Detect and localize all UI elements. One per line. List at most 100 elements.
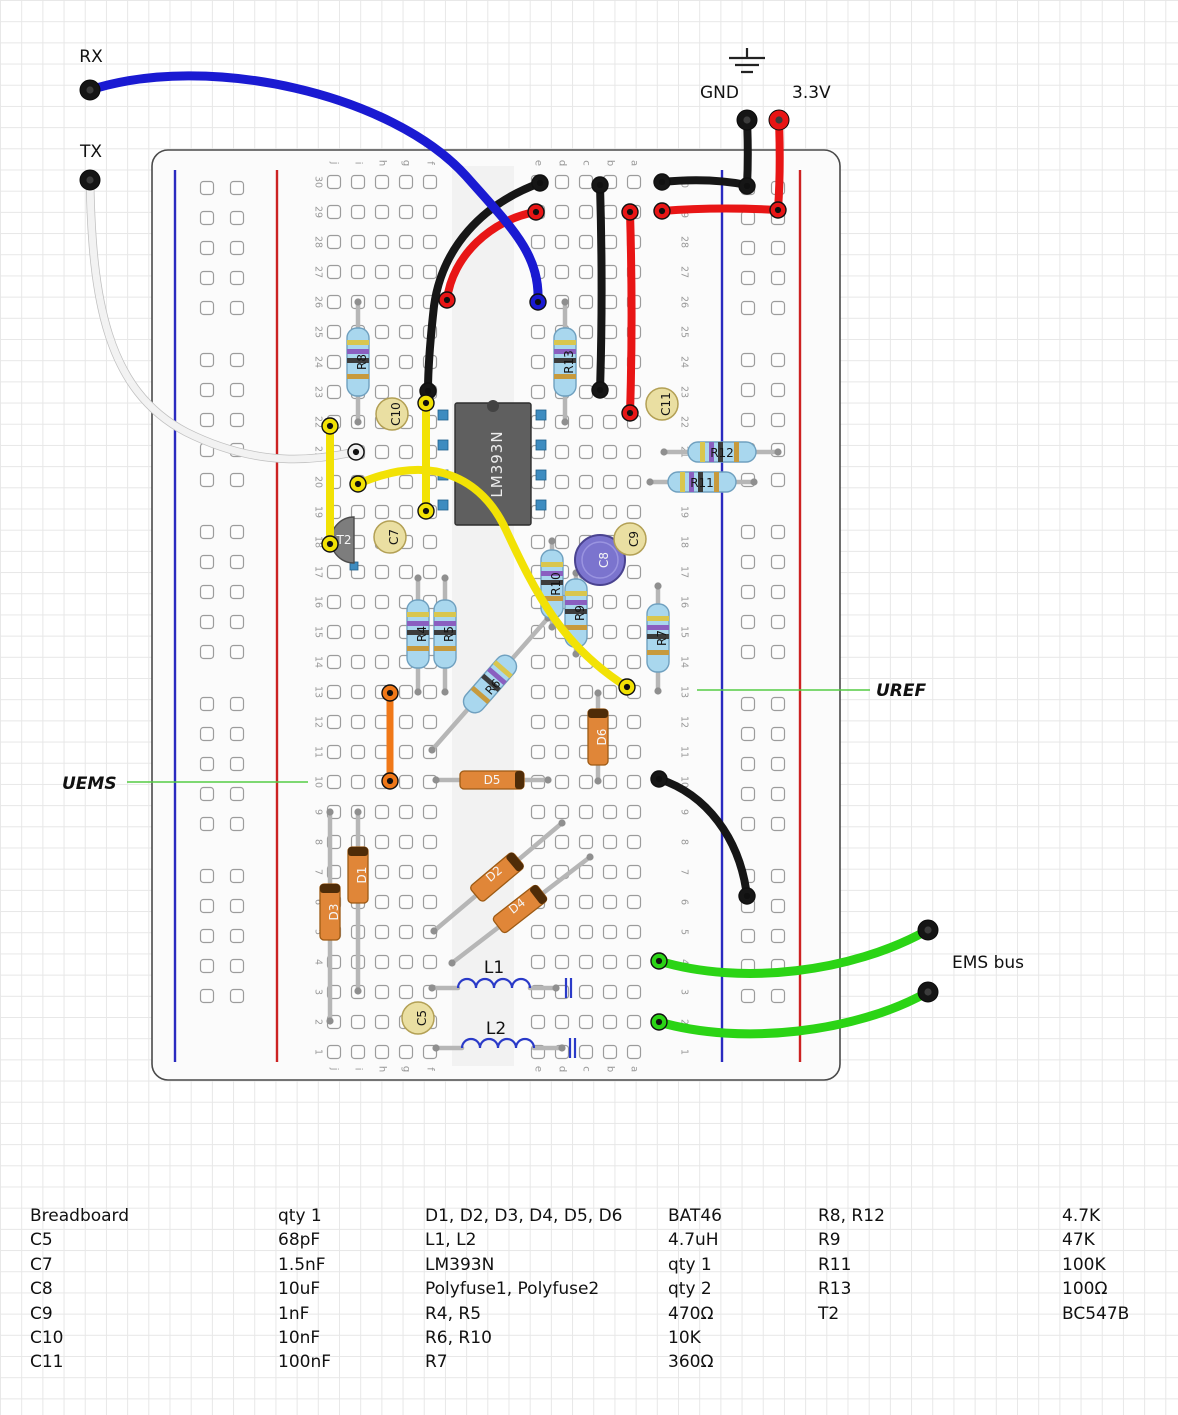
breadboard-hole (374, 174, 390, 190)
row-number: 30 (313, 176, 324, 188)
ems-bus-wire-1 (654, 926, 931, 978)
rail-hole (740, 928, 756, 944)
diode-d2: D2 (468, 850, 526, 904)
row-number: 12 (679, 716, 690, 728)
row-number: 6 (313, 899, 324, 905)
diode-d6: D6 (587, 708, 609, 766)
breadboard-hole (578, 294, 594, 310)
breadboard-hole (554, 1014, 570, 1030)
red-jumper-column (626, 208, 636, 417)
capacitor-label: C11 (659, 392, 673, 416)
components: R8 R13 C10 C11 LM393N (319, 327, 782, 1058)
gnd-wire-horizontal (658, 176, 751, 189)
rail-hole (770, 472, 786, 488)
rail-hole (770, 928, 786, 944)
v33-wire-horizontal (658, 204, 782, 215)
rail-hole (199, 472, 215, 488)
column-letter: d (557, 1066, 568, 1072)
v33-label: 3.3V (792, 83, 831, 103)
parts-list-row: R4, R5 470Ω (425, 1304, 722, 1328)
breadboard-hole (326, 324, 342, 340)
breadboard-hole (578, 1014, 594, 1030)
breadboard-hole (326, 384, 342, 400)
rail-hole (740, 524, 756, 540)
breadboard-hole (398, 924, 414, 940)
rail-hole (199, 928, 215, 944)
breadboard-hole (578, 954, 594, 970)
rail-hole (199, 210, 215, 226)
row-number: 28 (679, 236, 690, 248)
rail-hole (770, 988, 786, 1004)
breadboard-hole (374, 264, 390, 280)
part-value: qty 1 (278, 1206, 322, 1226)
breadboard-hole (326, 264, 342, 280)
yellow-jumper-curve (354, 466, 631, 691)
row-number: 11 (679, 746, 690, 758)
rail-hole (199, 898, 215, 914)
breadboard-hole (554, 504, 570, 520)
breadboard-hole (422, 954, 438, 970)
breadboard-hole (530, 744, 546, 760)
part-value: BAT46 (668, 1206, 722, 1226)
breadboard-hole (626, 174, 642, 190)
red-jumper-curve (443, 208, 540, 304)
rail-hole (199, 868, 215, 884)
ems-bus-terminal-1 (917, 919, 939, 941)
parts-list-row: D1, D2, D3, D4, D5, D6 BAT46 (425, 1206, 722, 1230)
breadboard-hole (602, 414, 618, 430)
breadboard-hole (374, 384, 390, 400)
breadboard-hole (530, 384, 546, 400)
breadboard-hole (350, 264, 366, 280)
breadboard-hole (374, 234, 390, 250)
breadboard-hole (374, 444, 390, 460)
resistor-r7: R7 (646, 603, 670, 673)
rail-hole (770, 412, 786, 428)
rail-hole (770, 300, 786, 316)
rail-hole (229, 472, 245, 488)
diode-d1: D1 (347, 846, 369, 904)
rail-hole (199, 614, 215, 630)
resistor-r9: R9 (564, 578, 588, 648)
row-number: 17 (679, 566, 690, 578)
rail-hole (229, 958, 245, 974)
row-number: 7 (313, 869, 324, 875)
part-value: 470Ω (668, 1303, 714, 1324)
breadboard-hole (398, 564, 414, 580)
rail-hole (229, 696, 245, 712)
part-value: 100nF (278, 1352, 332, 1373)
breadboard-hole (554, 684, 570, 700)
breadboard-hole (326, 204, 342, 220)
breadboard-hole (350, 1044, 366, 1060)
rail-hole (229, 210, 245, 226)
breadboard-hole (626, 774, 642, 790)
rail-hole (229, 300, 245, 316)
rx-label: RX (79, 47, 103, 67)
rail-hole (740, 210, 756, 226)
resistor-r6: R6 (458, 650, 522, 718)
row-number: 7 (679, 869, 690, 875)
breadboard-hole (422, 714, 438, 730)
row-number: 19 (679, 506, 690, 518)
part-value: 10uF (278, 1279, 321, 1300)
resistor-label: R8 (355, 354, 369, 370)
column-letter: e (533, 1066, 544, 1072)
breadboard-hole (398, 804, 414, 820)
breadboard-hole (602, 444, 618, 460)
breadboard-hole (602, 984, 618, 1000)
breadboard-hole (350, 234, 366, 250)
rail-hole (770, 382, 786, 398)
parts-list-row: C9 1nF (30, 1304, 331, 1328)
breadboard-hole (326, 774, 342, 790)
breadboard-hole (326, 654, 342, 670)
breadboard-hole (626, 474, 642, 490)
parts-list-row: LM393N qty 1 (425, 1255, 722, 1279)
breadboard-hole (530, 324, 546, 340)
part-name: C11 (30, 1352, 64, 1373)
breadboard-hole (554, 774, 570, 790)
row-number: 23 (313, 386, 324, 398)
breadboard-hole (626, 444, 642, 460)
resistor-label: R10 (549, 572, 563, 596)
breadboard-hole (602, 504, 618, 520)
